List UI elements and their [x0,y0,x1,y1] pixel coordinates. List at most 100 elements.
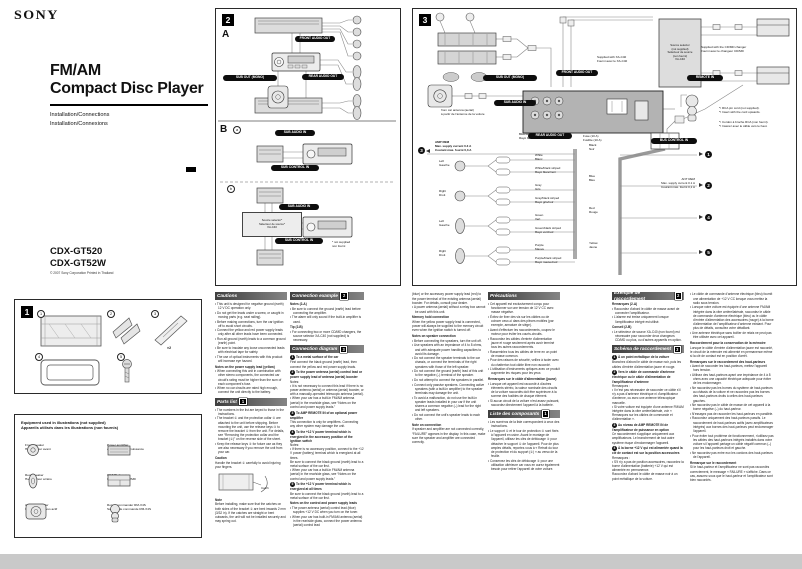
copyright: © 2007 Sony Corporation Printed in Thail… [50,271,114,275]
item-body: Remarques : • S'il n'y a pas de position… [612,455,684,481]
list-item: Utilisez des haut-parleurs ayant une imp… [690,373,774,386]
item-number: 2 [612,370,617,376]
item-number: 3 [290,410,295,416]
speaker-stripe-label: Green/black striped Rayé vert/noir [535,226,562,234]
front-audio-out-callout: FRONT AUDIO OUT [556,70,598,76]
list-item: Before connecting the speakers, turn the… [412,339,486,343]
equipment-item: Power amplifier Amplificateur de puissan… [107,443,163,456]
heading-text: Connection example [292,292,338,298]
power-amplifier-2-icon [254,97,323,114]
release-key-icon [154,315,188,346]
list-item: Ne raccordez pas les bornes du système d… [690,386,774,403]
list-item: Raccordez d'abord le câble de masse avan… [612,307,684,315]
model-1: CDX-GT520 [50,246,103,257]
heading-badge: 2 [340,292,348,300]
speaker-stripe-label: White/black striped Rayé blanc/noir [535,166,561,174]
callout-number-5: 5 [705,249,712,256]
note-heading: Note [215,497,222,502]
cautions-list: This unit is designed for negative groun… [215,302,287,363]
antenne-notes: Le câble de commande d'antenne électriqu… [690,292,774,339]
section1-box: 1 1 2 3 4 5 ×2 [14,299,202,394]
bus-control-in-callout: BUS CONTROL IN [651,138,697,144]
control-leads-notes: The power antenna (aerial) control lead … [290,506,364,527]
caution-text: Handle the bracket ① carefully to avoid … [215,460,281,469]
item-number: 1 [290,355,295,361]
marker-a: a [233,126,241,134]
part-marker-5: 5 [117,353,125,361]
heading-text: Cautions [217,292,238,298]
list-item: Connect the yellow and red power supply … [215,328,287,336]
arrow-right-icon [699,250,703,254]
arrow-right-icon [699,183,703,187]
list-item: Pour des raisons de sécurité, veillez à … [488,358,560,366]
catch-label: Catch [261,486,269,491]
rotary-commander-icon [110,504,120,523]
front-speaker-icons [352,15,362,61]
arrow-left-icon [426,149,430,153]
equipment-header: Equipment used in illustrations (not sup… [21,420,193,430]
heading-badge: 1 [239,397,247,406]
heading-text: Exemple de raccordement [614,292,646,301]
memoire-heading: Raccordement pour la conservation de la … [690,340,766,345]
list-item: Ne raccordez pas entre eux les cordons d… [690,451,774,459]
equipment-item: Rotary commander RM-X4S Satellite de com… [107,503,167,523]
wires [427,16,757,275]
list-item: Do not get the leads under a screw, or c… [215,311,287,319]
equipment-header-en: Equipment used in illustrations (not sup… [21,420,106,425]
cd-md-changer-icon [107,474,131,487]
callout-number-3: 3 [418,147,425,154]
list-item: Be sure to connect the ground (earth) le… [290,307,364,315]
arrow-right-icon [699,152,703,156]
cd-md-changer-icons [756,18,790,85]
marker-b: b [227,185,235,193]
notes-2a-heading: Notes (2-A) [290,302,307,306]
section2-label-a: A [222,29,230,40]
equipment-box: Equipment used in illustrations (not sup… [14,414,202,538]
list-item: Keep the release keys ③ for future use a… [215,442,287,455]
cd-changer-icon-b2a [256,187,284,204]
item-title: To a metal surface of the car [296,355,339,360]
remarques-2a: Raccordez d'abord le câble de masse avan… [612,307,684,324]
part-marker-4: 4 [35,353,43,361]
power-lead-label-red: Red Rouge [589,206,598,214]
rear-speaker-icon [28,473,38,489]
head-unit-b1-icon [302,143,353,165]
speaker-notes: Before connecting the speakers, turn the… [412,339,486,421]
list-item: When your car has built-in FM/AM antenna… [290,515,364,528]
item-title: To the power antenna (aerial) control le… [290,370,363,380]
item-body: Ce raccordement s'applique uniquement au… [612,432,675,445]
rear-audio-out-callout: REAR AUDIO OUT [528,133,572,139]
equipment-item: Rear speaker Haut-parleur arrière [25,473,69,489]
amp-rem-label: AMP REM Max. supply current 0.3 A Couran… [435,140,472,152]
item-number: 5 [290,482,295,488]
list-item: Connect only passive speakers. Connectin… [412,383,486,396]
memory-hold-text: When the yellow power supply lead is con… [412,320,484,333]
item-number: 3 [612,423,617,429]
equipment-item: Active subwoofer Caisson de graves actif [25,503,69,520]
cd-changer-icon-b2b [256,249,284,266]
list-item: Si aucun circuit de la voiture n'est ass… [488,399,560,407]
remarque-raccordement-text: Si le haut-parleur et l'amplificateur ne… [690,465,773,482]
memoire-text: Lorsque le câble d'entrée d'alimentation… [690,345,773,358]
sony-logo: SONY [14,8,59,23]
item-number: 1 [612,355,617,361]
speaker-pos-label: Right Droit [439,189,447,197]
item-title: À la borne +12 V qui est alimentée quand… [612,446,683,456]
page-title: FM/AM Compact Disc Player [50,62,215,98]
list-item: Do not connect the unit's speaker leads … [412,413,486,421]
heading-text: Connection diagram [292,346,338,352]
remote-in-callout: REMOTE IN [687,75,723,81]
section3-box: 3 SUB OUT (MONO) FRONT AUDIO OUT REMOTE … [412,8,797,286]
caution-heading: Caution [215,456,227,461]
fuse-label: Fuse (10 A) Fusible (10 A) [583,134,602,142]
heading-text: Parts list [217,398,237,404]
parts-illustration [40,315,188,386]
item-title: To the +12 V power terminal which is ene… [290,482,351,492]
